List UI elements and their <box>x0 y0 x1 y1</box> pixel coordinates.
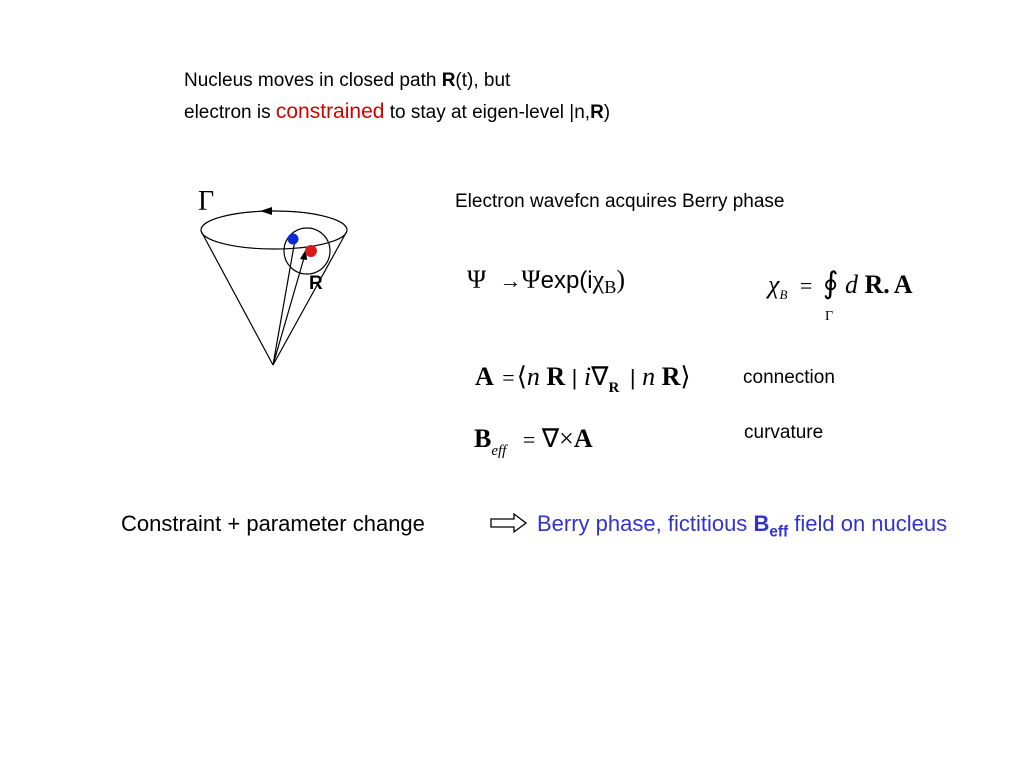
electron-dot <box>287 233 299 245</box>
arrow-icon: → <box>499 268 522 293</box>
r-label: R <box>309 273 323 294</box>
nabla-subscript: R <box>608 380 620 396</box>
connection-equation: A =⟨n R | i∇R | n R⟩ <box>475 362 691 396</box>
intro-line-2: electron is constrained to stay at eigen… <box>184 100 610 124</box>
orbit-arrow-icon <box>260 207 272 215</box>
cone-side-right <box>272 230 348 366</box>
left-angle-bracket: ⟨ <box>516 362 527 391</box>
cone-top-ellipse <box>200 210 348 250</box>
intro-line-1-bold: R <box>441 70 456 91</box>
intro-line-1-post: (t), but <box>455 70 511 91</box>
berry-phase-integral: χB = ∮ d R.A <box>768 266 913 302</box>
psi-lhs: Ψ <box>467 265 487 294</box>
a-vector-symbol: A <box>893 270 913 299</box>
conclusion-b: B <box>753 511 770 536</box>
dot-product: . <box>883 270 890 299</box>
right-angle-bracket: ⟩ <box>680 362 691 391</box>
ket-r: R <box>661 362 681 391</box>
cone-diagram <box>200 207 348 366</box>
equals-sign: = <box>799 273 813 298</box>
bra-r: R <box>546 362 566 391</box>
exp-text: exp(i <box>540 267 593 294</box>
cone-side-left <box>200 230 274 366</box>
curvature-equation: Beff = ∇×A <box>474 424 593 459</box>
cross-product: × <box>559 424 574 453</box>
constraint-statement: Constraint + parameter change <box>121 511 425 536</box>
chi-symbol: χ <box>592 265 605 294</box>
gamma-label: Γ <box>198 186 215 217</box>
nabla-symbol: ∇ <box>591 362 609 391</box>
conclusion-pre: Berry phase, fictitious <box>537 511 754 536</box>
conclusion-post: field on nucleus <box>788 511 948 536</box>
berry-phase-headline: Electron wavefcn acquires Berry phase <box>455 191 785 212</box>
connection-equals: = <box>502 365 515 390</box>
electron-orbit-circle <box>283 227 331 275</box>
b-eff-subscript: eff <box>491 443 507 459</box>
connection-a-symbol: A <box>475 362 494 391</box>
constrained-emphasis: constrained <box>275 100 385 123</box>
bar-2: | <box>629 365 636 390</box>
psi-rhs: Ψ <box>521 265 541 294</box>
intro-line-2-bold: R <box>590 102 604 123</box>
curvature-equals: = <box>522 427 536 452</box>
intro-line-2-pre: electron is <box>184 102 276 123</box>
curvature-label: curvature <box>744 422 824 443</box>
connection-label: connection <box>743 367 835 388</box>
close-paren: ) <box>616 265 625 294</box>
intro-line-1-pre: Nucleus moves in closed path <box>184 70 442 91</box>
chi-subscript: B <box>604 277 617 298</box>
r-vector-symbol: R <box>864 270 884 299</box>
integral-contour-label: Γ <box>825 309 834 324</box>
implies-arrow-icon <box>490 512 528 534</box>
curl-nabla: ∇ <box>541 424 560 453</box>
r-vector-line <box>272 250 307 366</box>
bra-n: n <box>526 362 540 391</box>
chi-b-subscript: B <box>779 287 788 302</box>
contour-integral-icon: ∮ <box>822 267 839 300</box>
chi-b-symbol: χ <box>768 270 780 299</box>
ket-n: n <box>642 362 656 391</box>
imag-i: i <box>583 362 592 391</box>
conclusion-b-subscript: eff <box>769 523 789 541</box>
bar-1: | <box>571 365 578 390</box>
wavefunction-equation: Ψ →Ψexp(iχB) <box>467 264 625 298</box>
differential-d: d <box>844 270 858 299</box>
curl-a-symbol: A <box>573 424 593 453</box>
intro-line-2-post: to stay at eigen-level |n, <box>384 102 591 123</box>
intro-line-2-end: ) <box>603 102 611 123</box>
nucleus-dot <box>305 245 317 257</box>
electron-vector-line <box>272 239 296 366</box>
b-eff-symbol: B <box>474 424 492 453</box>
intro-line-1: Nucleus moves in closed path R(t), but <box>184 70 510 92</box>
berry-phase-conclusion: Berry phase, fictitious Beff field on nu… <box>537 511 947 541</box>
